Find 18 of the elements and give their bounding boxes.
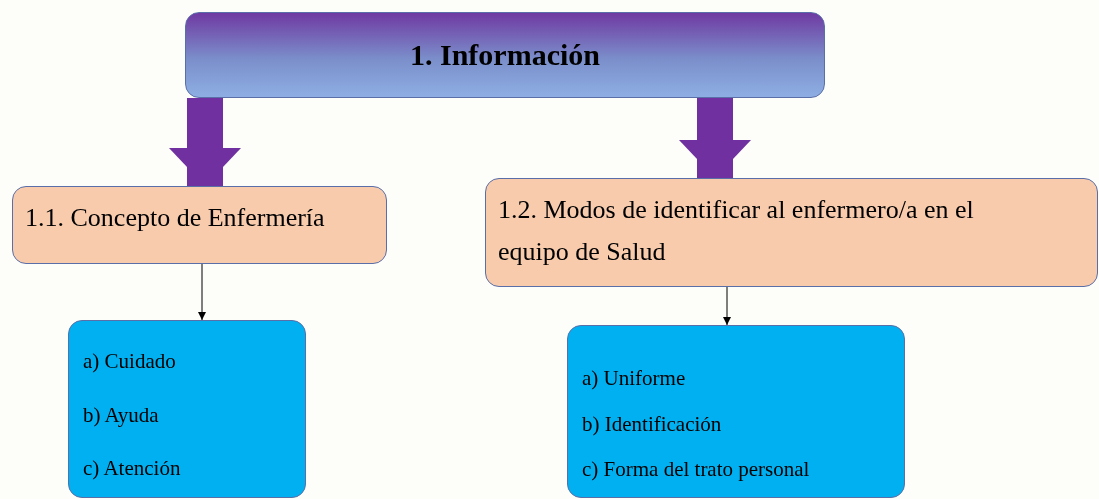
topic-text: 1.1. Concepto de Enfermería <box>25 202 326 234</box>
topic-box <box>485 178 1098 287</box>
list-item: b) Identificación <box>582 410 723 438</box>
list-item: b) Ayuda <box>83 401 160 429</box>
block-arrow <box>679 98 751 178</box>
title-text: 1. Información <box>410 37 600 73</box>
list-box <box>68 320 306 498</box>
title-box <box>185 12 825 98</box>
block-arrow <box>169 98 241 186</box>
list-item: a) Cuidado <box>83 348 177 375</box>
arrow <box>723 286 731 326</box>
topic-text: 1.2. Modos de identificar al enfermero/a en el equipo de Salud <box>498 194 975 268</box>
topic-box <box>12 186 387 264</box>
list-item: a) Uniforme <box>582 365 687 392</box>
list-item: c) Atención <box>83 455 182 483</box>
list-item: c) Forma del trato personal <box>582 456 811 484</box>
list-box <box>567 325 905 498</box>
arrow <box>198 263 206 321</box>
